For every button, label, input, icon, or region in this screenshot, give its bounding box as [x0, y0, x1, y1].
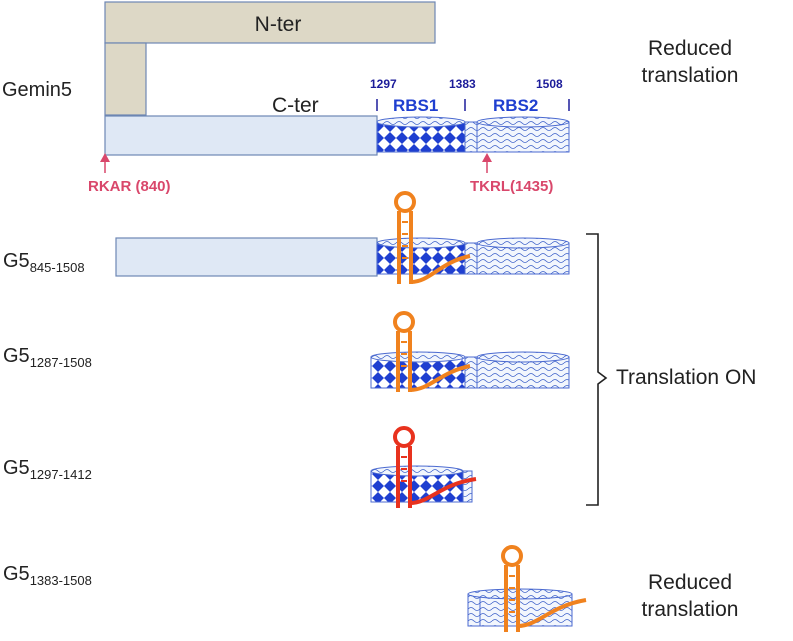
rna-stem-loop-1287: [393, 311, 471, 392]
pos-1297: 1297: [370, 77, 397, 91]
construct-label-1287: G51287-1508: [3, 345, 92, 370]
tkrl-arrow: [482, 153, 492, 173]
rkar-arrow: [100, 153, 110, 173]
rna-stem-loop-1383: [501, 545, 587, 632]
construct-label-845: G5845-1508: [3, 250, 85, 275]
construct-1287-linker: [464, 356, 478, 389]
construct-1297-rbs1-top: [370, 465, 464, 477]
reduced-line1-bottom: Reduced: [648, 571, 732, 594]
c-ter-label: C-ter: [272, 94, 319, 117]
construct-1297-linker: [462, 470, 473, 503]
construct-845-rbs2-top: [476, 237, 570, 249]
translation-on-bracket: [586, 233, 608, 506]
rbs-linker: [464, 121, 478, 153]
construct-845-rbs1-top: [376, 237, 466, 249]
position-markers: [376, 99, 570, 111]
c-ter-domain: [104, 115, 378, 156]
construct-845-cter: [115, 237, 378, 277]
construct-1383-linker: [467, 593, 481, 627]
n-ter-label: N-ter: [255, 13, 302, 36]
status-reduced-line2: translation: [642, 64, 739, 87]
status-reduced-line1: Reduced: [648, 37, 732, 60]
tkrl-label: TKRL(1435): [470, 178, 553, 195]
rkar-label: RKAR (840): [88, 178, 171, 195]
rna-stem-loop-1297: [393, 426, 477, 508]
reduced-line2-bottom: translation: [642, 598, 739, 621]
rbs2-top: [476, 116, 570, 128]
rbs2-label: RBS2: [493, 96, 538, 115]
construct-1287-rbs1-top: [370, 351, 466, 363]
pos-1508: 1508: [536, 77, 563, 91]
rbs1-label: RBS1: [393, 96, 438, 115]
n-ter-linker: [104, 42, 147, 116]
rbs1-top: [376, 116, 466, 128]
gemin5-label: Gemin5: [2, 79, 72, 101]
construct-1287-rbs2-top: [476, 351, 570, 363]
construct-label-1383: G51383-1508: [3, 563, 92, 588]
construct-label-1297: G51297-1412: [3, 457, 92, 482]
pos-1383: 1383: [449, 77, 476, 91]
n-ter-domain: [104, 1, 436, 44]
rna-stem-loop-845: [394, 191, 471, 284]
translation-on-label: Translation ON: [616, 366, 756, 389]
